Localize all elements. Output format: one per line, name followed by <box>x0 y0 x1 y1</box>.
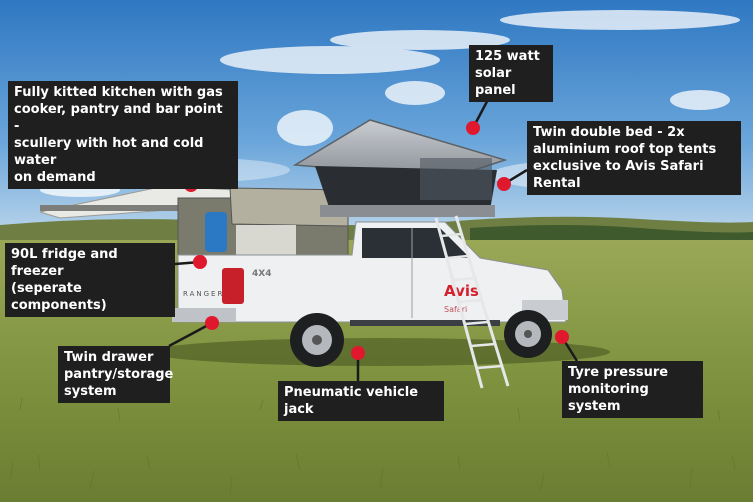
marker-drawer <box>205 316 219 330</box>
canopy-lid <box>229 187 349 227</box>
callout-fridge: 90L fridge and freezer (seperate compone… <box>5 243 175 317</box>
awning-bar <box>40 205 230 211</box>
marker-tyre <box>555 330 569 344</box>
marker-solar <box>466 121 480 135</box>
badge-4x4: 4X4 <box>252 269 271 279</box>
water-tank <box>205 212 227 252</box>
callout-kitchen: Fully kitted kitchen with gas cooker, pa… <box>8 81 238 189</box>
callout-tents: Twin double bed - 2x aluminium roof top … <box>527 121 741 195</box>
door-sub: Safari <box>444 305 467 314</box>
bumper-rear <box>172 308 236 322</box>
ladder <box>434 215 510 389</box>
tail-light <box>222 268 244 304</box>
callout-solar: 125 watt solar panel <box>469 45 553 102</box>
callout-jack: Pneumatic vehicle jack <box>278 381 444 421</box>
rear-wheel <box>290 313 344 367</box>
roof-tent <box>292 119 508 217</box>
grille-model: RANGER <box>183 290 224 298</box>
side-step <box>350 320 500 326</box>
callout-tyre: Tyre pressure monitoring system <box>562 361 703 418</box>
front-wheel <box>504 310 552 358</box>
grass-texture <box>9 397 736 496</box>
door-brand: Avis <box>444 282 479 300</box>
kitchen-unit <box>236 225 296 257</box>
callout-drawer: Twin drawer pantry/storage system <box>58 346 173 403</box>
marker-tents <box>497 177 511 191</box>
marker-fridge <box>193 255 207 269</box>
marker-jack <box>351 346 365 360</box>
